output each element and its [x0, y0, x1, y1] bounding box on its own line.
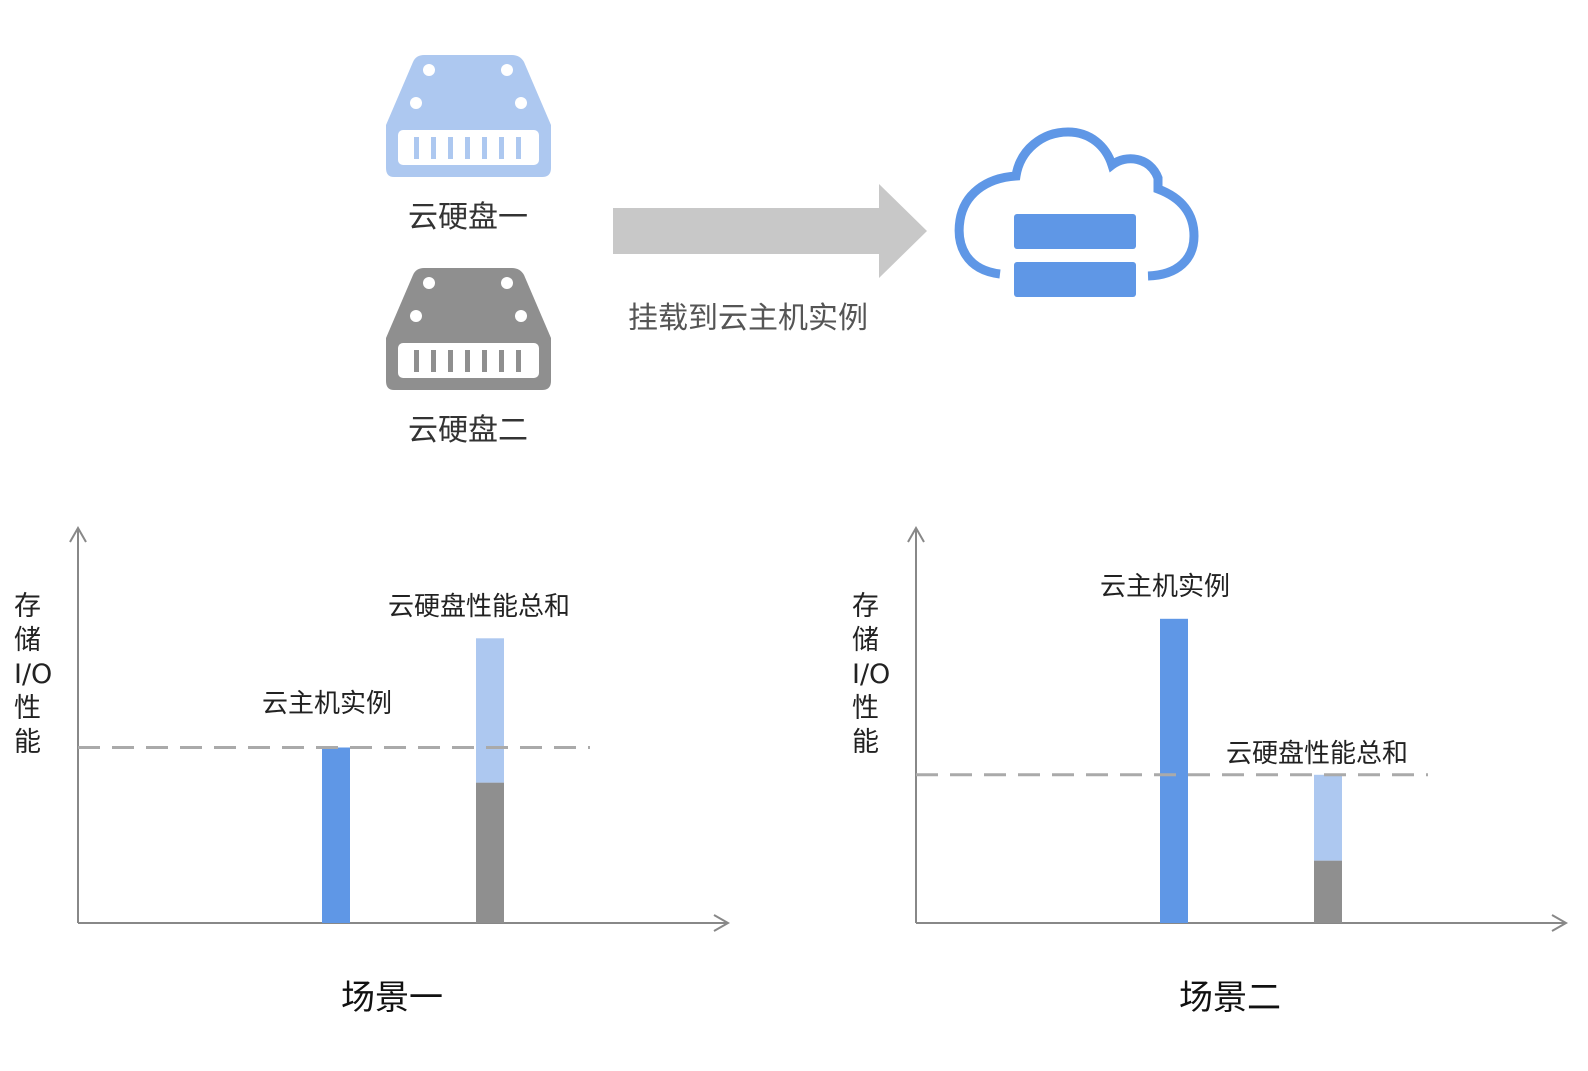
chart1-disk-one-segment: [476, 638, 504, 783]
chart2-axes: [907, 525, 1569, 932]
chart2-disk-one-segment: [1314, 774, 1342, 861]
disk-one-icon: [386, 55, 551, 177]
chart1-axes: [69, 525, 731, 932]
chart1-ylabel: 存 储 I/O 性 能: [14, 590, 52, 760]
chart1-ylabel-line: I/O: [14, 659, 53, 690]
disk-two-icon: [386, 268, 551, 390]
chart2-instance-bar: [1160, 618, 1188, 923]
chart1-instance-label: 云主机实例: [262, 689, 393, 719]
chart2-ylabel: 存 储 I/O 性 能: [852, 590, 890, 760]
chart2-disk-two-segment: [1314, 860, 1342, 923]
chart2-ylabel-line: I/O: [852, 659, 891, 690]
chart1-ylabel-line: 能: [14, 727, 41, 758]
chart2-disk-total-label: 云硬盘性能总和: [1226, 739, 1409, 769]
mount-arrow-label: 挂载到云主机实例: [628, 301, 868, 336]
chart1-instance-bar: [322, 747, 350, 923]
chart1-ylabel-line: 存: [14, 591, 41, 622]
mount-arrow-icon: [613, 184, 927, 278]
cloud-server-icon: [954, 127, 1199, 297]
chart1-ylabel-line: 储: [14, 625, 41, 656]
chart2-ylabel-line: 性: [852, 693, 879, 724]
chart1-disk-total-label: 云硬盘性能总和: [388, 592, 571, 622]
chart1-disk-two-segment: [476, 782, 504, 923]
chart2-ylabel-line: 能: [852, 727, 879, 758]
chart1-ylabel-line: 性: [14, 693, 41, 724]
disk-one-label: 云硬盘一: [408, 200, 528, 235]
chart2-instance-label: 云主机实例: [1100, 572, 1231, 602]
chart2-ylabel-line: 存: [852, 591, 879, 622]
chart1-title: 场景一: [341, 978, 443, 1018]
chart2-ylabel-line: 储: [852, 625, 879, 656]
disk-two-label: 云硬盘二: [408, 413, 528, 448]
chart2-title: 场景二: [1179, 978, 1281, 1018]
